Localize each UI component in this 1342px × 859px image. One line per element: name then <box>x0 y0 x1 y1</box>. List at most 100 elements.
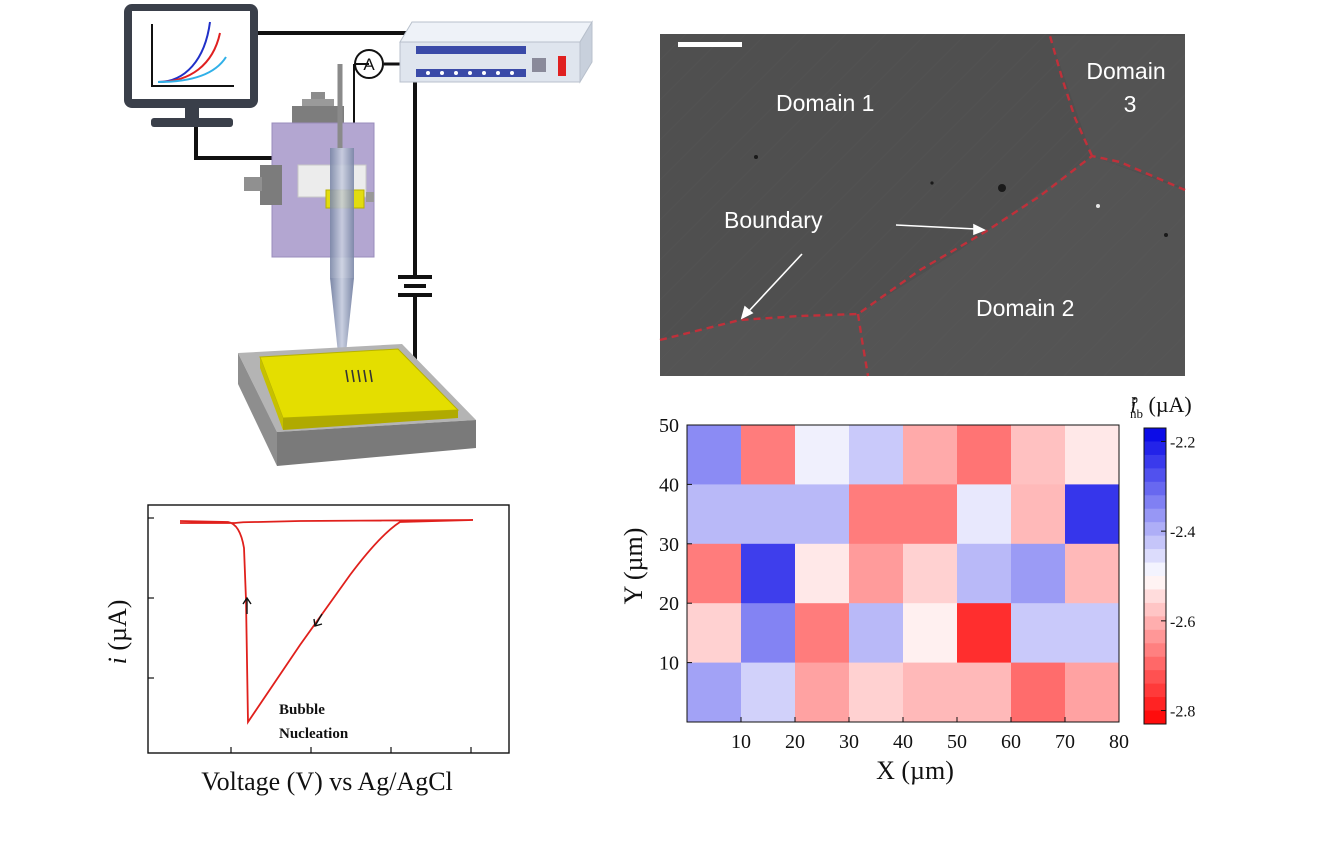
colorbar-segment <box>1144 670 1166 685</box>
x-tick-label: 20 <box>785 731 805 753</box>
cv-direction-arrows <box>242 596 323 627</box>
y-tick-label: 40 <box>659 474 679 496</box>
heatmap-cell <box>795 543 850 604</box>
colorbar-segment <box>1144 508 1166 523</box>
heatmap-x-axis-label: X (µm) <box>876 756 954 785</box>
colorbar-segment <box>1144 629 1166 644</box>
heatmap-chart: 10 20 30 40 50 60 70 80 10 20 30 40 50 X (µm) Y (µm… <box>619 391 1195 785</box>
colorbar-ticks: -2.2 -2.4 -2.6 -2.8 <box>1161 434 1195 721</box>
heatmap-cell <box>741 603 796 664</box>
colorbar-segment <box>1144 468 1166 483</box>
heatmap-cell <box>1065 662 1120 723</box>
heatmap-cell <box>795 603 850 664</box>
colorbar-tick-label: -2.2 <box>1170 434 1195 451</box>
heatmap-cell <box>849 425 904 485</box>
colorbar-tick-label: -2.4 <box>1170 524 1195 541</box>
x-tick-label: 50 <box>947 731 967 753</box>
heatmap-cell <box>741 484 796 545</box>
colorbar-segments <box>1144 428 1166 725</box>
colorbar-segment <box>1144 710 1166 725</box>
heatmap-cells <box>687 425 1120 723</box>
y-tick-label: 20 <box>659 593 679 615</box>
colorbar-segment <box>1144 562 1166 577</box>
cv-y-axis-label: i (µA) <box>103 600 132 665</box>
colorbar-segment <box>1144 454 1166 469</box>
heatmap-cell <box>903 425 958 485</box>
annotation-line2: Nucleation <box>279 726 349 742</box>
heatmap-cell <box>849 543 904 604</box>
domain-2-label: Domain 2 <box>976 295 1074 321</box>
heatmap-cell <box>957 484 1012 545</box>
heatmap-cell <box>687 425 742 485</box>
x-tick-label: 10 <box>731 731 751 753</box>
heatmap-cell <box>1011 662 1066 723</box>
computer-monitor-icon <box>124 4 258 127</box>
x-tick-label: 40 <box>893 731 913 753</box>
x-tick-label: 70 <box>1055 731 1075 753</box>
heatmap-cell <box>741 662 796 723</box>
colorbar-segment <box>1144 549 1166 564</box>
x-tick-label: 80 <box>1109 731 1129 753</box>
heatmap-cell <box>687 662 742 723</box>
domain-3-label-line2: 3 <box>1124 91 1137 117</box>
heatmap-cell <box>957 662 1012 723</box>
colorbar-segment <box>1144 495 1166 510</box>
heatmap-cell <box>741 425 796 485</box>
x-tick-label: 30 <box>839 731 859 753</box>
grain-boundary <box>659 35 1186 377</box>
heatmap-x-ticks: 10 20 30 40 50 60 70 80 <box>731 717 1129 753</box>
heatmap-cell <box>795 662 850 723</box>
heatmap-y-axis-label: Y (µm) <box>619 528 648 605</box>
heatmap-cell <box>1011 603 1066 664</box>
heatmap-cell <box>1065 484 1120 545</box>
cv-ticks <box>148 517 472 753</box>
y-tick-label: 10 <box>659 653 679 675</box>
heatmap-cell <box>903 543 958 604</box>
probe-tip-icon <box>330 63 369 372</box>
colorbar-tick-label: -2.6 <box>1170 614 1195 631</box>
boundary-arrows <box>740 223 986 320</box>
colorbar-segment <box>1144 602 1166 617</box>
substrate-stage-icon <box>238 344 476 466</box>
colorbar-segment <box>1144 535 1166 550</box>
y-tick-label: 50 <box>659 415 679 437</box>
heatmap-cell <box>1065 603 1120 664</box>
colorbar-segment <box>1144 643 1166 658</box>
heatmap-cell <box>903 484 958 545</box>
wires <box>194 31 417 375</box>
colorbar-segment <box>1144 441 1166 456</box>
heatmap-cell <box>1011 425 1066 485</box>
colorbar-tick-label: -2.8 <box>1170 704 1195 721</box>
heatmap-cell <box>1065 425 1120 485</box>
heatmap-cell <box>687 484 742 545</box>
heatmap-cell <box>1065 543 1120 604</box>
colorbar-segment <box>1144 522 1166 537</box>
heatmap-cell <box>957 425 1012 485</box>
colorbar-segment <box>1144 481 1166 496</box>
domain-3-label-line1: Domain <box>1086 58 1165 84</box>
colorbar-segment <box>1144 576 1166 590</box>
monitor-graph <box>151 21 234 87</box>
colorbar-segment <box>1144 616 1166 631</box>
annotation-line1: Bubble <box>279 702 325 718</box>
colorbar-segment <box>1144 428 1166 442</box>
setup-schematic: A <box>124 4 593 466</box>
boundary-label: Boundary <box>724 207 823 233</box>
potentiostat-icon <box>399 20 593 84</box>
heatmap-cell <box>795 484 850 545</box>
heatmap-cell <box>849 662 904 723</box>
ammeter-label: A <box>363 55 375 74</box>
heatmap-cell <box>849 484 904 545</box>
heatmap-cell <box>687 603 742 664</box>
battery-icon <box>398 275 432 297</box>
domain-1-label: Domain 1 <box>776 90 874 116</box>
heatmap-cell <box>903 603 958 664</box>
cv-curve <box>179 519 474 725</box>
colorbar-segment <box>1144 697 1166 712</box>
heatmap-cell <box>795 425 850 485</box>
sem-micrograph: Domain 1 Domain 2 Domain 3 Boundary <box>659 34 1186 377</box>
x-tick-label: 60 <box>1001 731 1021 753</box>
